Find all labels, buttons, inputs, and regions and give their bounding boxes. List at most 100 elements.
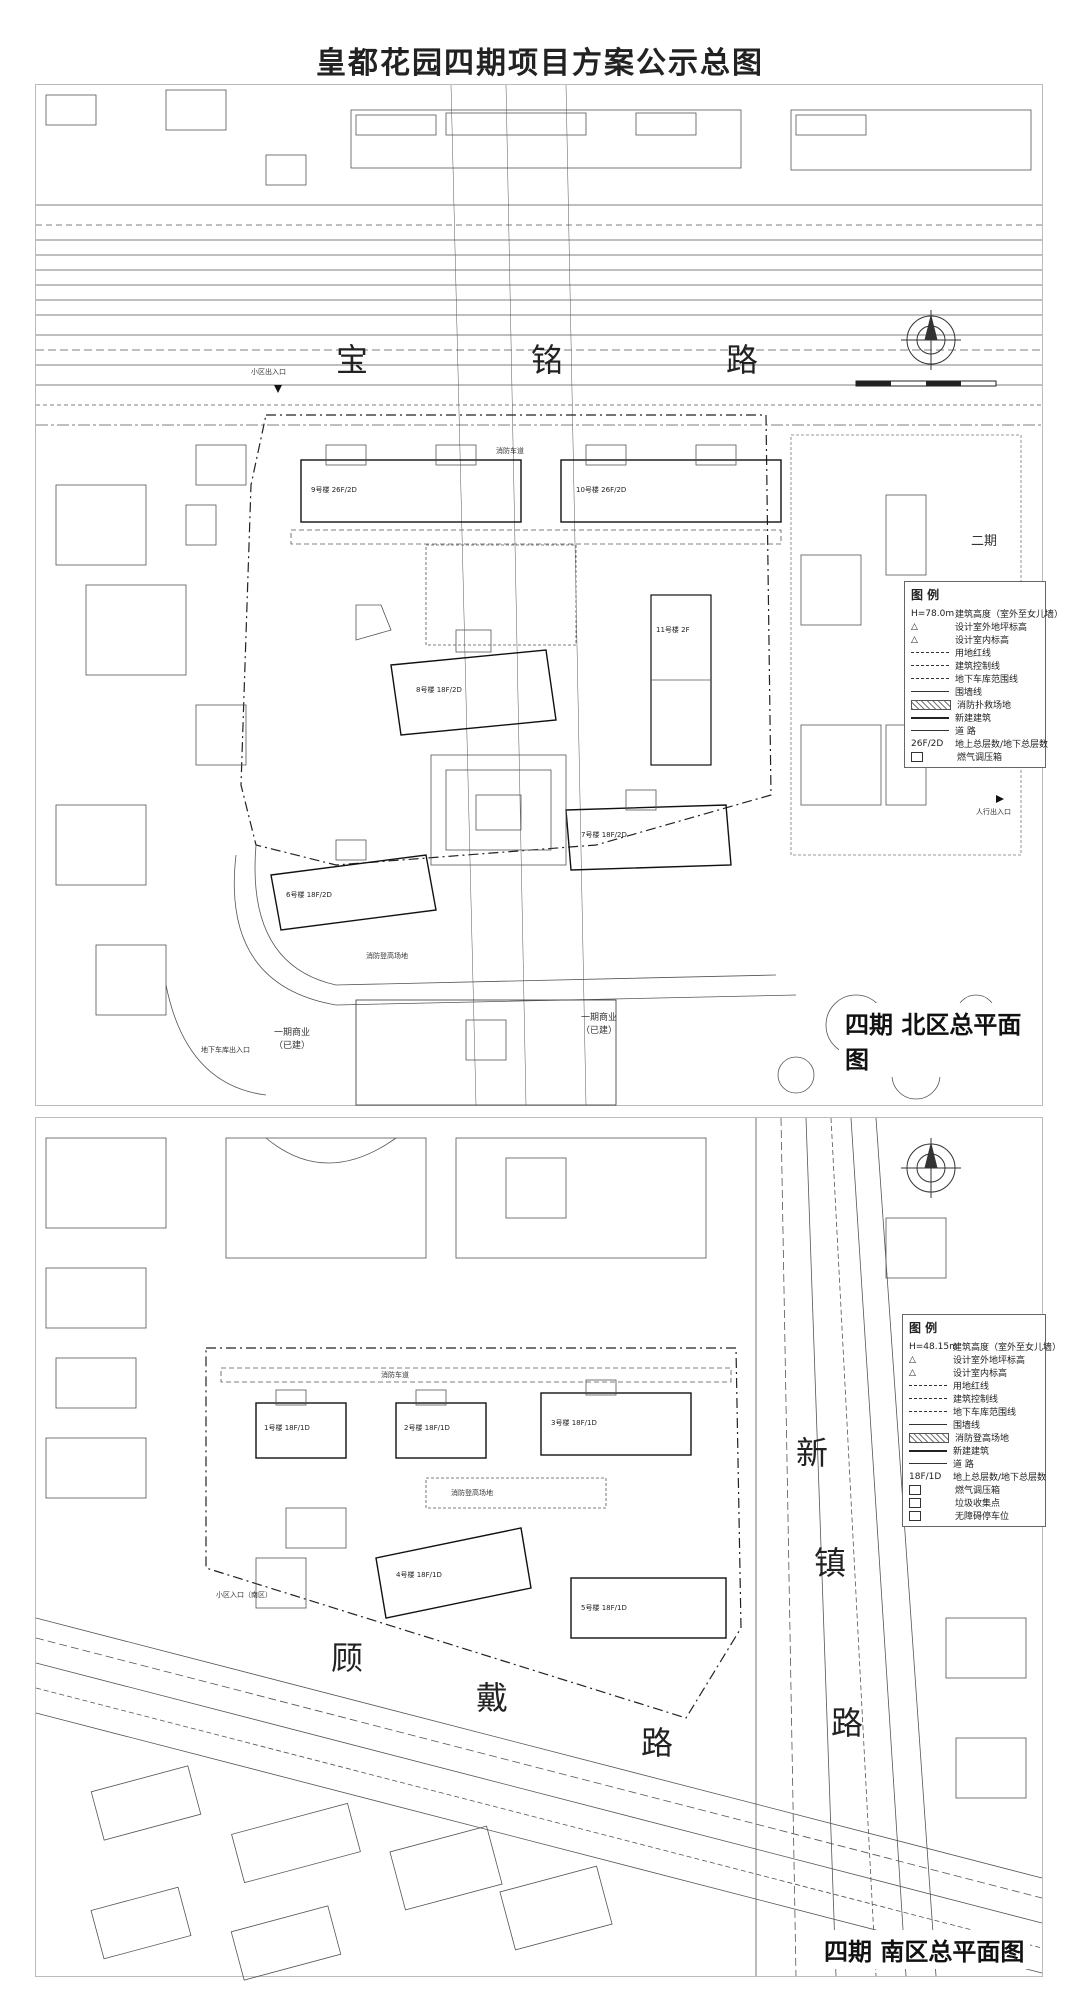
- south-site-plan: 新 镇 路 顾 戴 路 小区入口（南区） 消防车道 消防登高场地 1号楼 18F…: [35, 1117, 1061, 1981]
- legend-item: △ 设计室内标高: [909, 1366, 1039, 1380]
- road-label-baoming-3: 路: [726, 341, 759, 379]
- legend-item: 围墙线: [911, 685, 1039, 698]
- legend-label: 建筑控制线: [955, 662, 1001, 672]
- building-label: 7号楼 18F/2D: [581, 831, 627, 839]
- legend-label: 无障碍停车位: [955, 1512, 1010, 1522]
- legend-label: 围墙线: [953, 1421, 981, 1431]
- south-north-arrow: [901, 1138, 961, 1198]
- scale-bar: [855, 380, 997, 387]
- road-label-baoming-1: 宝: [336, 341, 369, 379]
- legend-item: 建筑控制线: [911, 659, 1039, 672]
- north-arrow: [901, 310, 961, 370]
- legend-label: 地下车库范围线: [953, 1408, 1017, 1418]
- pedestrian-entrance-label: 人行出入口: [976, 808, 1011, 816]
- commercial-left-label: 一期商业 （已建）: [274, 1028, 311, 1051]
- legend-label: 设计室内标高: [953, 1369, 1008, 1379]
- legend-label: 设计室外地坪标高: [953, 1356, 1026, 1366]
- fire-lane-label: 消防车道: [496, 447, 524, 455]
- legend-label: 用地红线: [955, 649, 992, 659]
- commercial-right-label: 一期商业 （已建）: [581, 1013, 618, 1036]
- legend-symbol: [909, 1484, 921, 1495]
- legend-item: 用地红线: [911, 646, 1039, 659]
- legend-label: 设计室外地坪标高: [955, 623, 1028, 633]
- legend-label: 道 路: [955, 727, 976, 737]
- legend-item: 道 路: [911, 724, 1039, 737]
- legend-symbol: 18F/1D: [909, 1471, 942, 1482]
- legend-label: 设计室内标高: [955, 636, 1010, 646]
- building-label: 9号楼 26F/2D: [311, 486, 357, 494]
- legend-symbol: △: [909, 1354, 916, 1365]
- legend-symbol: [909, 1411, 947, 1412]
- building-label: 10号楼 26F/2D: [576, 486, 627, 494]
- legend-item: 无障碍停车位: [909, 1509, 1039, 1522]
- road-label-xinzhen-3: 路: [831, 1704, 864, 1742]
- phase2-label: 二期: [971, 534, 998, 549]
- legend-item: △ 设计室外地坪标高: [909, 1353, 1039, 1367]
- existing-building: [790, 109, 1032, 171]
- south-fire-site-label: 消防登高场地: [451, 1489, 493, 1497]
- legend-label: 用地红线: [953, 1382, 990, 1392]
- legend-label: 围墙线: [955, 688, 983, 698]
- legend-label: 建筑高度（室外至女儿墙）: [953, 1343, 1062, 1353]
- legend-label: 新建建筑: [955, 714, 992, 724]
- building-label: 6号楼 18F/2D: [286, 891, 332, 899]
- legend-item: 道 路: [909, 1457, 1039, 1470]
- building-label: 4号楼 18F/1D: [396, 1571, 442, 1579]
- legend-symbol: [909, 1398, 947, 1399]
- legend-label: 消防登高场地: [955, 1434, 1010, 1444]
- legend-symbol: △: [911, 634, 918, 645]
- legend-symbol: [911, 691, 949, 692]
- legend-item: 燃气调压箱: [909, 1483, 1039, 1496]
- legend-symbol: [909, 1449, 947, 1452]
- road-label-gudai-2: 戴: [476, 1679, 509, 1717]
- legend-symbol: [911, 678, 949, 679]
- legend-symbol: [909, 1510, 921, 1521]
- legend-label: 燃气调压箱: [957, 753, 1003, 763]
- legend-item: △ 设计室外地坪标高: [911, 620, 1039, 634]
- building-label: 5号楼 18F/1D: [581, 1604, 627, 1612]
- south-fire-lane-label: 消防车道: [381, 1371, 409, 1379]
- page-title: 皇都花园四期项目方案公示总图: [316, 46, 764, 81]
- legend-label: 消防扑救场地: [957, 701, 1012, 711]
- legend-heading: 图 例: [909, 1321, 938, 1335]
- south-plan-drawing: [35, 1117, 1043, 1981]
- underground-entrance-label: 地下车库出入口: [201, 1046, 250, 1054]
- legend-symbol: △: [909, 1367, 916, 1378]
- north-entrance-label: 小区出入口: [251, 368, 286, 376]
- legend-symbol: [909, 1497, 921, 1508]
- legend-symbol: [909, 1432, 949, 1443]
- building-label: 2号楼 18F/1D: [404, 1424, 450, 1432]
- road-label-gudai-1: 顾: [331, 1639, 364, 1677]
- road-label-baoming-2: 铭: [531, 341, 564, 379]
- legend-item: 消防登高场地: [909, 1431, 1039, 1444]
- legend-symbol: [909, 1463, 947, 1464]
- legend-symbol: △: [911, 621, 918, 632]
- existing-building: [350, 109, 742, 169]
- legend-heading: 图 例: [911, 588, 940, 602]
- legend-item: 地下车库范围线: [911, 672, 1039, 685]
- legend-symbol: [909, 1385, 947, 1386]
- legend-label: 垃圾收集点: [955, 1499, 1001, 1509]
- legend-label: 建筑高度（室外至女儿墙）: [955, 610, 1064, 620]
- legend-item: 垃圾收集点: [909, 1496, 1039, 1509]
- south-entrance-label: 小区入口（南区）: [216, 1591, 272, 1599]
- building-label: 11号楼 2F: [656, 626, 690, 634]
- legend-symbol: [911, 699, 951, 710]
- south-panel-caption: 四期 南区总平面图: [818, 1930, 1031, 1969]
- legend-item: 消防扑救场地: [911, 698, 1039, 711]
- legend-symbol: [911, 716, 949, 719]
- road-label-gudai-3: 路: [641, 1724, 674, 1762]
- building-label: 3号楼 18F/1D: [551, 1419, 597, 1427]
- legend-label: 新建建筑: [953, 1447, 990, 1457]
- legend-item: 建筑控制线: [909, 1392, 1039, 1405]
- legend-item: 新建建筑: [911, 711, 1039, 724]
- legend-symbol: H=78.0m: [911, 608, 955, 619]
- north-site-plan: 宝 铭 路 小区出入口 人行出入口 地下车库出入口 二期 消防车道 消防登高场地…: [35, 84, 1063, 1106]
- building-label: 1号楼 18F/1D: [264, 1424, 310, 1432]
- legend-symbol: [911, 730, 949, 731]
